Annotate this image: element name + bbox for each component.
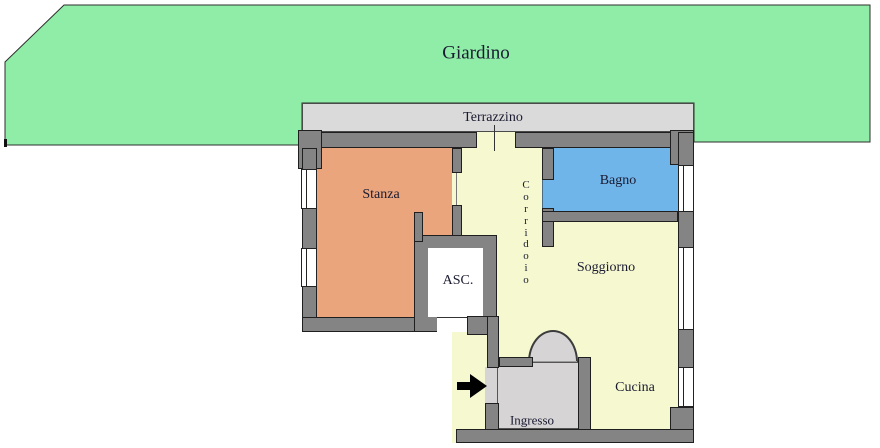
elevator-cab <box>428 248 483 317</box>
stanza-label: Stanza <box>362 187 400 202</box>
terrace-area <box>302 103 694 132</box>
cucina-label: Cucina <box>615 380 655 395</box>
garden-label: Giardino <box>442 42 510 64</box>
soggiorno-label: Soggiorno <box>576 260 636 275</box>
wall-entry-left-upper <box>487 316 499 368</box>
window-stanza-upper <box>301 169 317 209</box>
window-bagno <box>678 165 694 212</box>
ingresso-label: Ingresso <box>509 412 555 428</box>
bagno-floor <box>542 148 678 211</box>
wall-bottom <box>456 429 694 443</box>
wall-entry-left-lower <box>485 403 499 430</box>
bagno-label: Bagno <box>599 173 637 188</box>
ingresso-door-gap <box>485 367 497 403</box>
wall-stanza-corridor-upper <box>452 148 462 173</box>
garden-polygon <box>4 4 871 146</box>
elevator-wall-stub <box>414 212 423 242</box>
terrace-label: Terrazzino <box>463 110 523 125</box>
garden-corner-tick <box>4 139 7 147</box>
wall-corridor-bagno-upper <box>542 148 554 180</box>
wall-top-left <box>302 132 477 148</box>
wall-ingresso-top <box>499 357 533 367</box>
wall-bagno-bottom <box>542 211 678 222</box>
window-soggiorno <box>678 247 694 330</box>
stanza-door-threshold <box>456 173 457 205</box>
elevator-door-gap <box>437 315 467 332</box>
wall-ingresso-right <box>578 357 591 430</box>
ingresso-dome-line <box>533 361 577 362</box>
window-stanza-lower <box>301 248 317 287</box>
elevator-threshold <box>437 317 467 318</box>
ingresso-floor <box>497 362 580 429</box>
elevator-label: ASC. <box>442 273 474 288</box>
window-cucina <box>678 367 694 407</box>
wall-top-right <box>515 132 694 148</box>
terrace-label-leader <box>494 125 495 151</box>
